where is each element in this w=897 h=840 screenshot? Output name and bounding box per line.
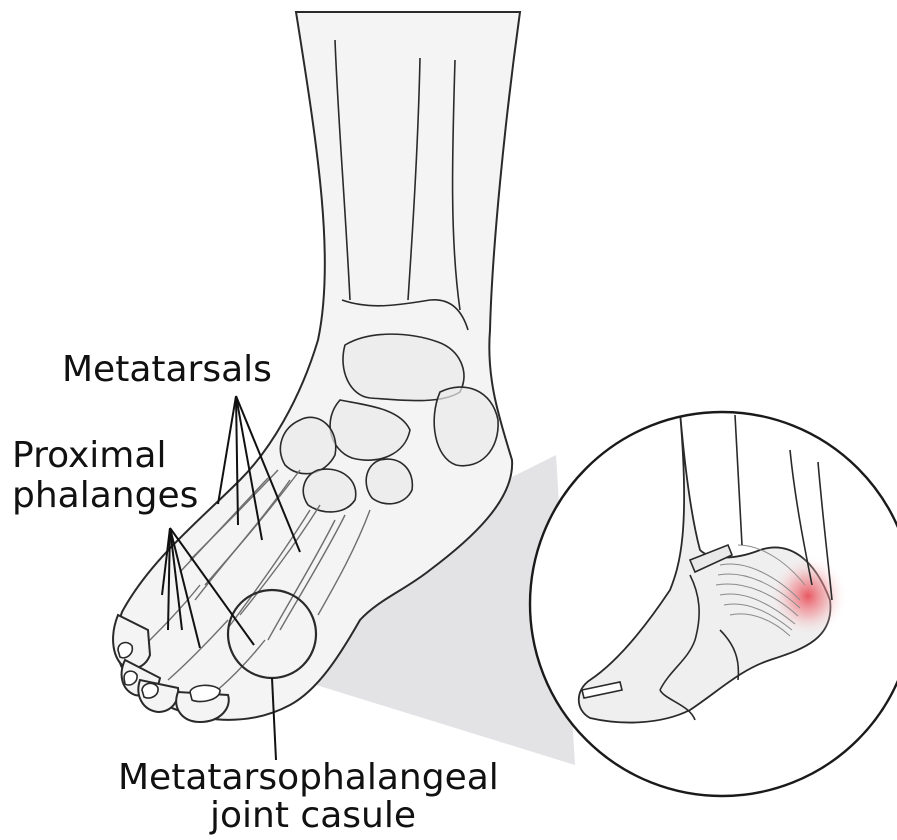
label-proximal-phalanges-line1: Proximal [12,436,166,476]
label-joint-capsule-line1: Metatarsophalangeal [118,758,499,798]
magnified-inset [530,412,897,796]
label-joint-capsule-line2: joint casule [210,796,416,836]
label-proximal-phalanges-line2: phalanges [12,476,198,516]
label-metatarsals: Metatarsals [62,350,272,390]
